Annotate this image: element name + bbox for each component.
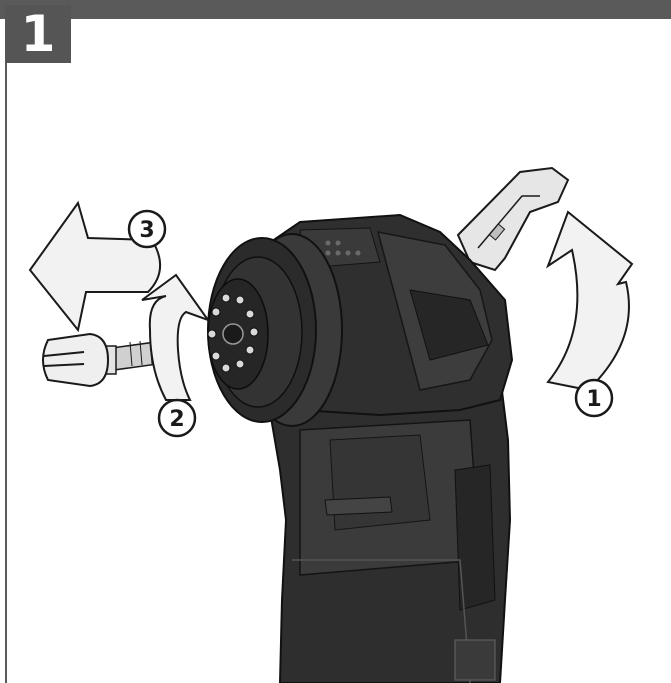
curved-arrow-up-icon [141,273,211,401]
callout-2: 2 [157,398,197,438]
curved-arrow-up-icon [545,210,634,392]
frame-left-border [5,19,7,683]
callout-2-label: 2 [169,407,184,432]
callout-1-label: 1 [586,387,601,412]
callout-3: 3 [127,209,167,249]
step-number-badge: 1 [5,5,71,63]
tool-flange [207,233,343,427]
clamping-lever [456,166,570,272]
callout-3-label: 3 [139,218,154,243]
callout-1: 1 [574,378,614,418]
tool-handle [266,373,512,683]
header-bar [0,0,671,19]
